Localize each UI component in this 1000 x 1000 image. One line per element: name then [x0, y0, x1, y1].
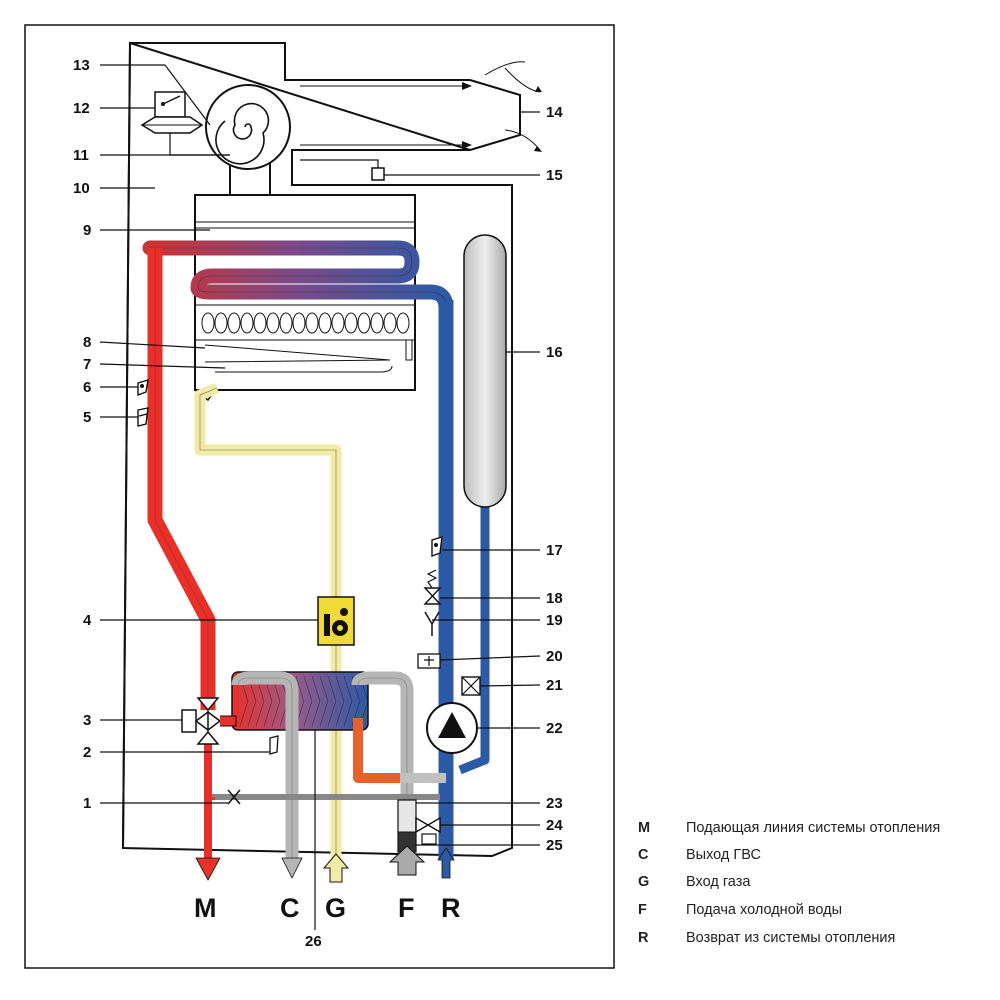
burner-flame [318, 312, 332, 334]
callout-1: 1 [83, 795, 91, 812]
legend-text: Подача холодной воды [686, 902, 843, 918]
callout-25: 25 [546, 837, 563, 854]
callout-3: 3 [83, 712, 91, 729]
flue-outlet [285, 61, 542, 152]
exchanger-plate [335, 675, 345, 727]
dhw-sensor [269, 735, 279, 755]
burner-flame [305, 312, 319, 334]
callout-12: 12 [73, 100, 90, 117]
burner-flame [227, 312, 241, 334]
burner-flame [344, 312, 358, 334]
callout-4: 4 [83, 612, 92, 629]
overheat-thermostat [137, 407, 149, 427]
callout-16: 16 [546, 344, 563, 361]
legend-key: C [638, 847, 649, 863]
burner-flame [253, 312, 267, 334]
exchanger-plate [303, 675, 313, 727]
legend-key: G [638, 874, 650, 890]
callout-8: 8 [83, 334, 91, 351]
connection-c: C [280, 893, 300, 923]
callout-26: 26 [305, 933, 322, 950]
legend-key: R [638, 930, 649, 946]
legend-key: M [638, 820, 651, 836]
connection-f: F [398, 893, 415, 923]
callout-24: 24 [546, 817, 563, 834]
dhw-outlet-arrow [281, 857, 303, 879]
auto-air-vent [461, 676, 481, 696]
pressure-sensor [417, 653, 441, 669]
fan [205, 84, 291, 196]
air-pressure-switch [140, 91, 230, 156]
callout-18: 18 [546, 590, 563, 607]
expansion-vessel-pipe [458, 505, 490, 775]
connection-m: M [194, 893, 217, 923]
gas-valve [317, 596, 355, 646]
callout-21: 21 [546, 677, 563, 694]
burner-flame [240, 312, 254, 334]
callout-22: 22 [546, 720, 563, 737]
exchanger-plate [327, 675, 337, 727]
callout-23: 23 [546, 795, 563, 812]
burner-flame [331, 312, 345, 334]
legend-text: Подающая линия системы отопления [686, 820, 941, 836]
exchanger-plate [311, 675, 321, 727]
burner [201, 312, 410, 334]
callout-leaders [99, 64, 541, 930]
burner-flame [370, 312, 384, 334]
bypass-line [209, 789, 440, 805]
return-sensor [431, 536, 443, 558]
flow-sensor [137, 379, 149, 397]
callout-14: 14 [546, 104, 563, 121]
gas-inlet-arrow [322, 853, 350, 883]
circulation-pump [426, 702, 478, 754]
connection-r: R [441, 893, 461, 923]
three-way-valve [181, 697, 237, 745]
legend-text: Вход газа [686, 874, 751, 890]
outer-frame [24, 24, 615, 969]
callout-17: 17 [546, 542, 563, 559]
safety-valve [423, 569, 442, 605]
connection-g: G [325, 893, 346, 923]
callout-2: 2 [83, 744, 91, 761]
callout-19: 19 [546, 612, 563, 629]
cold-water-inlet [388, 799, 426, 876]
callout-9: 9 [83, 222, 91, 239]
callout-7: 7 [83, 356, 91, 373]
burner-flame [279, 312, 293, 334]
callout-20: 20 [546, 648, 563, 665]
burner-flame [214, 312, 228, 334]
flue-sensor [300, 159, 385, 181]
legend-text: Возврат из системы отопления [686, 930, 896, 946]
drain-cock [424, 611, 440, 636]
callout-13: 13 [73, 57, 90, 74]
burner-flame [201, 312, 215, 334]
burner-flame [357, 312, 371, 334]
flow-arrow [195, 857, 221, 881]
callout-5: 5 [83, 409, 91, 426]
expansion-vessel [463, 234, 507, 508]
callout-11: 11 [73, 147, 89, 164]
burner-flame [383, 312, 397, 334]
callout-10: 10 [73, 180, 90, 197]
exchanger-plate [295, 675, 305, 727]
callout-6: 6 [83, 379, 91, 396]
legend-key: F [638, 902, 647, 918]
exchanger-plate [319, 675, 329, 727]
filling-valve [415, 816, 441, 845]
legend-text: Выход ГВС [686, 847, 761, 863]
burner-flame [292, 312, 306, 334]
return-arrow [437, 847, 455, 879]
burner-flame [396, 312, 410, 334]
callout-15: 15 [546, 167, 563, 184]
flow-pipe [147, 248, 216, 710]
primary-heat-exchanger [142, 240, 454, 316]
burner-flame [266, 312, 280, 334]
exchanger-plate [343, 675, 353, 727]
